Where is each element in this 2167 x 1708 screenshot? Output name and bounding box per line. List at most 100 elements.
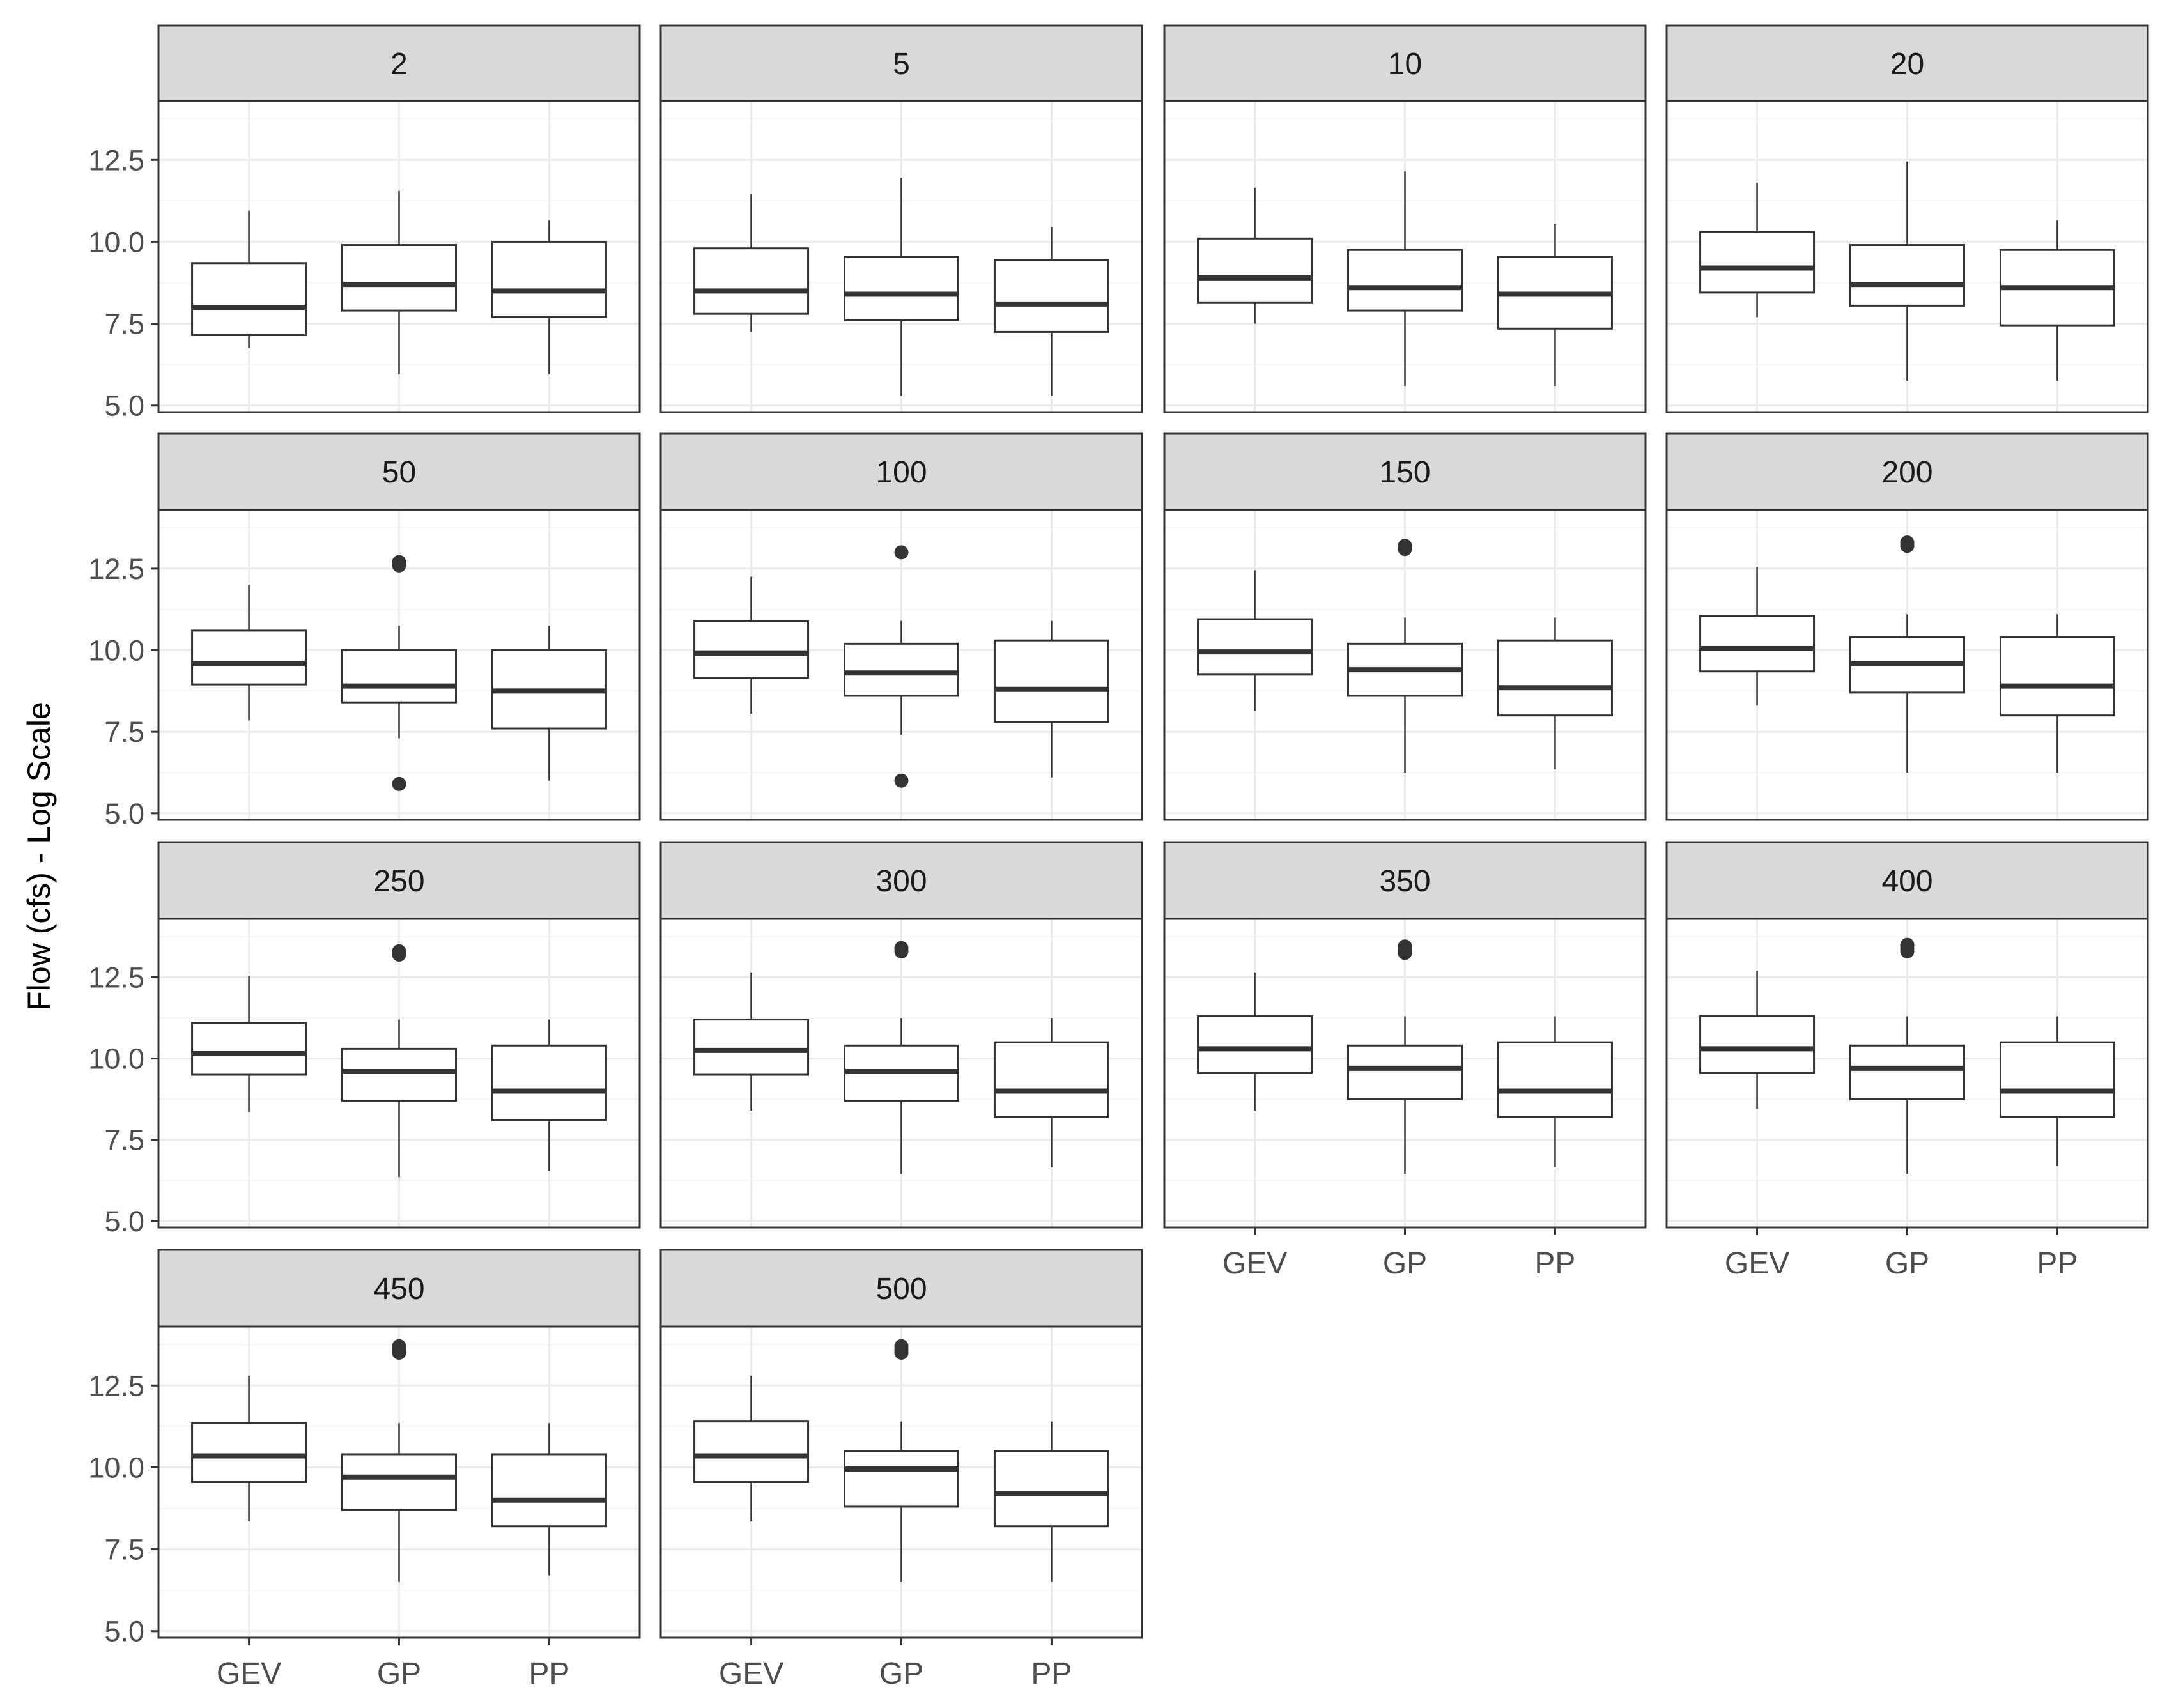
facet-panel-300: 300	[659, 841, 1143, 1229]
box-2-PP	[491, 220, 607, 375]
facet-panel-200: 200	[1665, 432, 2149, 821]
facet-strip	[157, 24, 641, 102]
facet-panel-20: 20	[1665, 24, 2149, 413]
facet-strip-label: 10	[1388, 47, 1422, 81]
interquartile-box	[191, 262, 307, 337]
box-350-GEV	[1197, 972, 1313, 1111]
outlier-point	[392, 1339, 406, 1353]
y-tick-label: 12.5	[88, 553, 144, 585]
y-tick-label: 12.5	[88, 1369, 144, 1402]
box-10-PP	[1497, 224, 1613, 386]
box-300-GP	[844, 941, 959, 1174]
facet-strip-label: 500	[875, 1272, 927, 1306]
y-tick-label: 5.0	[104, 390, 144, 422]
y-axis-title: Flow (cfs) - Log Scale	[21, 702, 57, 1010]
x-tick-label: GEV	[217, 1657, 281, 1691]
box-10-GEV	[1197, 187, 1313, 324]
box-400-GEV	[1699, 971, 1816, 1109]
interquartile-box	[1849, 244, 1965, 307]
x-tick-label: GP	[879, 1657, 923, 1691]
facet-strip	[659, 432, 1143, 511]
facet-panel-50: 505.07.510.012.5	[88, 432, 641, 830]
facet-strip	[659, 841, 1143, 920]
box-500-GEV	[693, 1375, 810, 1522]
facet-strip-label: 150	[1379, 456, 1430, 489]
box-300-PP	[993, 1018, 1109, 1167]
box-450-GP	[341, 1339, 457, 1582]
interquartile-box	[341, 244, 457, 312]
y-tick-label: 7.5	[104, 1124, 144, 1157]
box-400-PP	[1999, 1016, 2115, 1166]
interquartile-box	[1347, 249, 1463, 312]
outlier-point	[894, 1339, 909, 1353]
interquartile-box	[491, 1453, 607, 1528]
facet-strip	[659, 24, 1143, 102]
box-250-GP	[341, 944, 457, 1178]
interquartile-box	[191, 1422, 307, 1483]
x-tick-label: PP	[2037, 1247, 2078, 1281]
interquartile-box	[1497, 1041, 1613, 1118]
interquartile-box	[993, 1450, 1109, 1528]
y-tick-label: 12.5	[88, 144, 144, 176]
facet-strip	[1163, 24, 1647, 102]
box-250-GEV	[191, 975, 307, 1112]
facet-panel-5: 5	[659, 24, 1143, 413]
y-tick-label: 5.0	[104, 1615, 144, 1648]
facet-strip	[1163, 432, 1647, 511]
outlier-point	[1900, 937, 1915, 952]
box-50-GP	[341, 555, 457, 791]
outlier-point	[1398, 539, 1412, 553]
interquartile-box	[1347, 1044, 1463, 1100]
facet-panel-2: 25.07.510.012.5	[88, 24, 641, 422]
x-tick-label: GP	[377, 1657, 421, 1691]
box-200-GEV	[1699, 567, 1816, 706]
interquartile-box	[993, 259, 1109, 333]
box-5-GEV	[693, 194, 810, 332]
facet-strip-label: 200	[1881, 456, 1932, 489]
interquartile-box	[491, 240, 607, 318]
box-2-GP	[341, 190, 457, 375]
box-350-GP	[1347, 939, 1463, 1174]
facet-strip-label: 350	[1379, 865, 1430, 898]
interquartile-box	[1999, 1041, 2115, 1118]
y-tick-label: 5.0	[104, 1205, 144, 1238]
facet-strip	[157, 841, 641, 920]
interquartile-box	[844, 1450, 959, 1508]
box-200-GP	[1849, 535, 1965, 773]
interquartile-box	[1699, 231, 1816, 294]
interquartile-box	[341, 1453, 457, 1511]
box-250-PP	[491, 1019, 607, 1171]
box-150-GEV	[1197, 570, 1313, 711]
facet-strip	[659, 1249, 1143, 1328]
interquartile-box	[993, 639, 1109, 723]
facet-strip	[1665, 24, 2149, 102]
interquartile-box	[1999, 636, 2115, 717]
interquartile-box	[191, 629, 307, 686]
facet-strip-label: 20	[1890, 47, 1924, 81]
outlier-point	[392, 555, 406, 569]
x-tick-label: PP	[1534, 1247, 1575, 1281]
facet-strip-label: 250	[373, 865, 424, 898]
box-20-PP	[1999, 220, 2115, 381]
interquartile-box	[844, 642, 959, 697]
interquartile-box	[491, 1044, 607, 1121]
box-50-GEV	[191, 585, 307, 721]
interquartile-box	[1197, 1015, 1313, 1075]
facet-strip	[1665, 841, 2149, 920]
facet-strip	[1163, 841, 1647, 920]
interquartile-box	[341, 649, 457, 704]
facet-panel-100: 100	[659, 432, 1143, 821]
box-200-PP	[1999, 614, 2115, 773]
box-100-GEV	[693, 576, 810, 714]
outlier-point	[392, 776, 406, 791]
box-10-GP	[1347, 171, 1463, 386]
y-tick-label: 7.5	[104, 308, 144, 341]
interquartile-box	[341, 1047, 457, 1102]
box-500-GP	[844, 1339, 959, 1582]
outlier-point	[1398, 939, 1412, 954]
facet-strip-label: 100	[875, 456, 927, 489]
y-tick-label: 10.0	[88, 1043, 144, 1075]
